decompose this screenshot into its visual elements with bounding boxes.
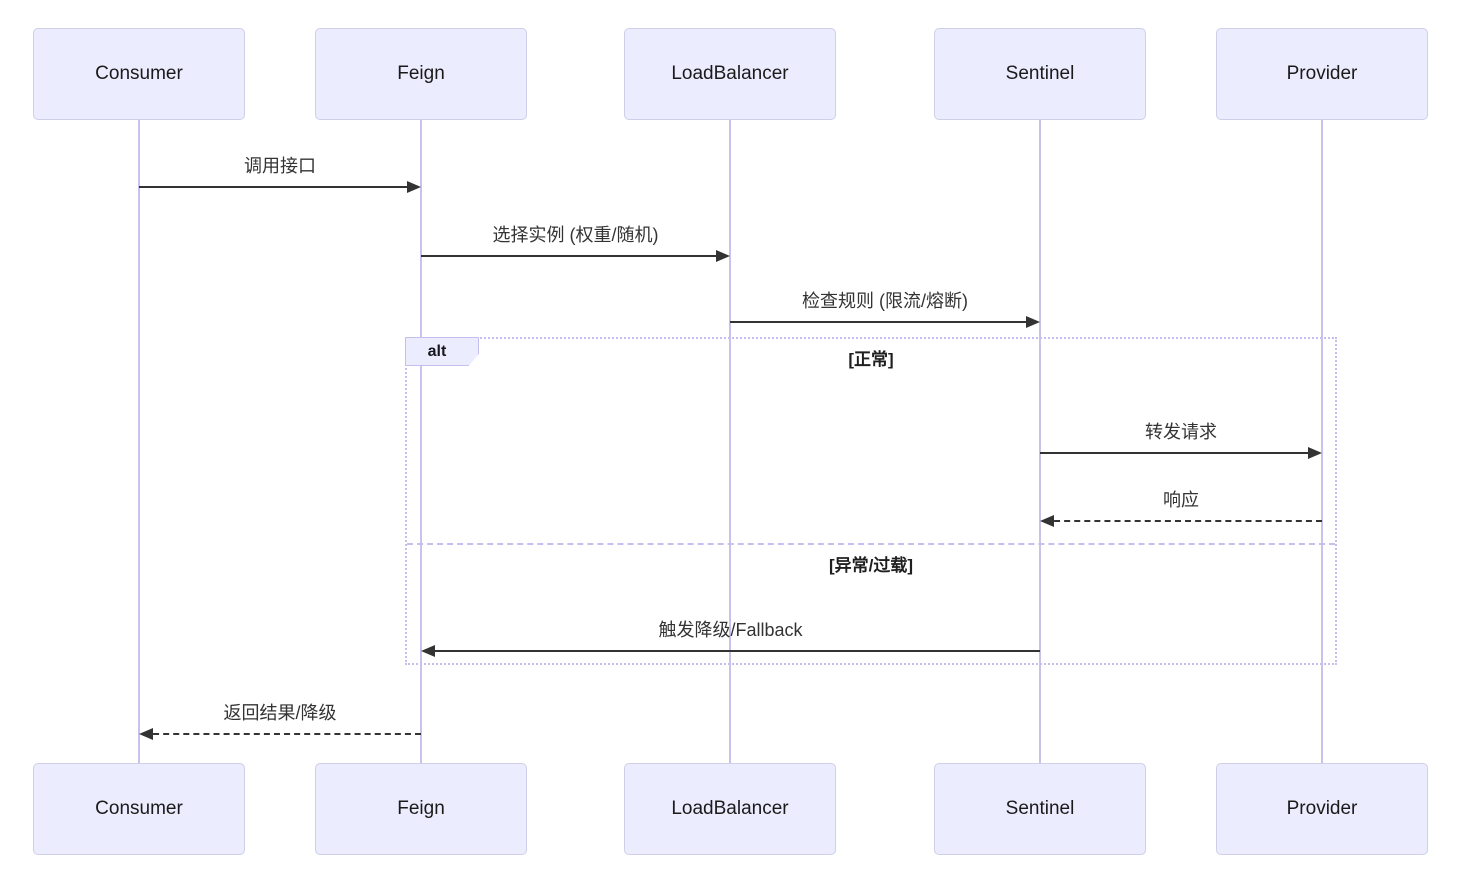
actor-bottom-loadbalancer: LoadBalancer (624, 763, 836, 855)
alt-operator-label: alt (405, 337, 479, 366)
actor-bottom-consumer: Consumer (33, 763, 245, 855)
lifeline-provider (1321, 120, 1323, 763)
message-1-line (139, 186, 417, 188)
message-1-label: 调用接口 (244, 156, 316, 176)
message-3-line (730, 321, 1036, 323)
message-7-label: 返回结果/降级 (223, 703, 337, 723)
alt-condition-normal: [正常] (848, 350, 894, 369)
lifeline-sentinel (1039, 120, 1041, 763)
actor-top-consumer: Consumer (33, 28, 245, 120)
actor-bottom-provider: Provider (1216, 763, 1428, 855)
lifeline-loadbalancer (729, 120, 731, 763)
message-2-line (421, 255, 726, 257)
actor-top-feign: Feign (315, 28, 527, 120)
message-2-label: 选择实例 (权重/随机) (492, 225, 659, 245)
actor-bottom-feign: Feign (315, 763, 527, 855)
message-3-label: 检查规则 (限流/熔断) (802, 291, 968, 311)
lifeline-feign (420, 120, 422, 763)
actor-bottom-sentinel: Sentinel (934, 763, 1146, 855)
message-7-arrowhead (139, 728, 153, 740)
message-1-arrowhead (407, 181, 421, 193)
actor-top-sentinel: Sentinel (934, 28, 1146, 120)
message-3-arrowhead (1026, 316, 1040, 328)
message-7-line (143, 733, 421, 735)
actor-top-loadbalancer: LoadBalancer (624, 28, 836, 120)
message-2-arrowhead (716, 250, 730, 262)
alt-condition-exception: [异常/过载] (828, 556, 914, 575)
actor-top-provider: Provider (1216, 28, 1428, 120)
alt-frame: alt [正常] [异常/过载] (405, 337, 1337, 665)
alt-section-divider (407, 543, 1335, 545)
lifeline-consumer (138, 120, 140, 763)
